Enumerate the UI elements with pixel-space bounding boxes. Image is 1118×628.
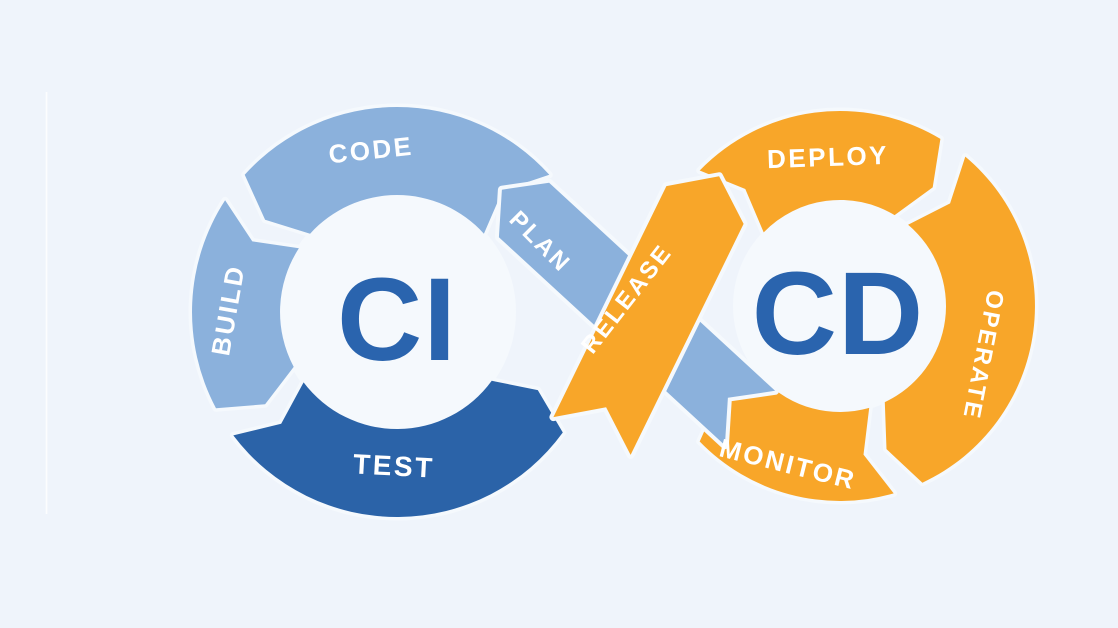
segment-operate [881,153,1039,487]
ci-title: CI [337,254,457,386]
ribbon-release [549,172,748,459]
cd-inner-circle [733,199,947,413]
segment-test [229,377,567,521]
label-deploy: DEPLOY [767,140,890,174]
segment-code [241,103,553,238]
label-test: TEST [352,448,435,483]
ci-inner-circle [278,193,516,431]
segment-build [188,196,303,412]
segment-monitor [696,376,898,505]
cd-title: CD [752,248,924,380]
segment-deploy [696,107,944,236]
